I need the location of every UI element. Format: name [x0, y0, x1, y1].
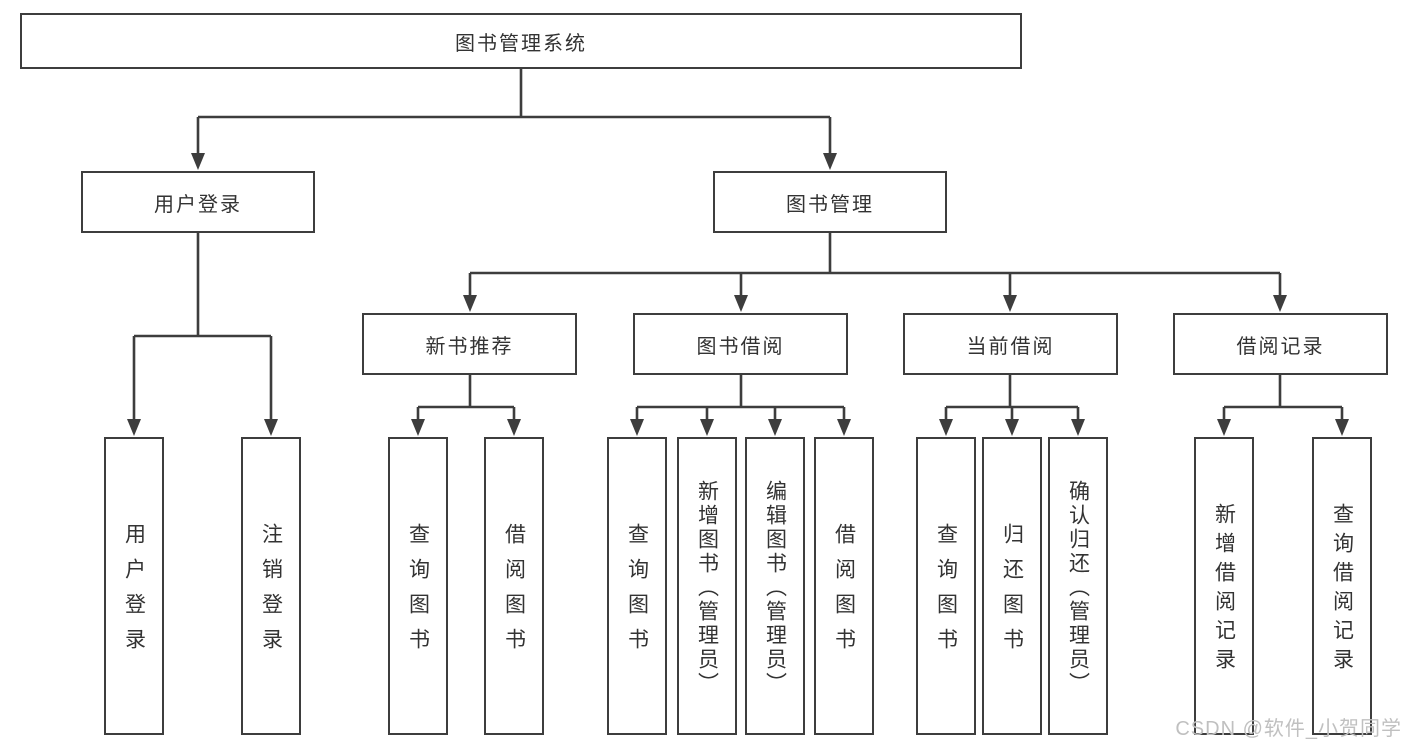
- leaf-label: 查询图书: [625, 523, 649, 663]
- leaf-label: 注销登录: [259, 523, 283, 663]
- watermark-csdn: CSDN @软件_小贺同学: [1175, 718, 1402, 740]
- node-current-borrowing: 当前借阅: [903, 313, 1118, 375]
- leaf-confirm-return-admin: 确认归还（管理员）: [1048, 437, 1108, 735]
- leaf-borrow-books-borrowing: 借阅图书: [814, 437, 874, 735]
- leaf-label: 用户登录: [122, 523, 146, 663]
- leaf-label: 查询借阅记录: [1330, 503, 1354, 677]
- leaf-return-books: 归还图书: [982, 437, 1042, 735]
- node-new-book-recommendation: 新书推荐: [362, 313, 577, 375]
- leaf-add-borrow-record: 新增借阅记录: [1194, 437, 1254, 735]
- leaf-label: 借阅图书: [832, 523, 856, 663]
- leaf-edit-book-admin: 编辑图书（管理员）: [745, 437, 805, 735]
- node-book-borrowing: 图书借阅: [633, 313, 848, 375]
- node-label: 新书推荐: [425, 335, 514, 358]
- leaf-query-books-borrowing: 查询图书: [607, 437, 667, 735]
- node-label: 图书借阅: [696, 335, 785, 358]
- leaf-label: 借阅图书: [502, 523, 526, 663]
- leaf-query-books-current: 查询图书: [916, 437, 976, 735]
- leaf-label: 新增图书（管理员）: [695, 479, 719, 696]
- node-user-login: 用户登录: [81, 171, 315, 233]
- leaf-borrow-books-recommend: 借阅图书: [484, 437, 544, 735]
- node-label: 借阅记录: [1236, 335, 1325, 358]
- leaf-label: 确认归还（管理员）: [1066, 479, 1090, 696]
- leaf-query-borrow-record: 查询借阅记录: [1312, 437, 1372, 735]
- node-library-system: 图书管理系统: [20, 13, 1022, 69]
- leaf-logout: 注销登录: [241, 437, 301, 735]
- node-book-management: 图书管理: [713, 171, 947, 233]
- leaf-label: 新增借阅记录: [1212, 503, 1236, 677]
- leaf-label: 查询图书: [406, 523, 430, 663]
- node-label: 图书管理: [786, 193, 874, 216]
- leaf-query-books-recommend: 查询图书: [388, 437, 448, 735]
- leaf-label: 归还图书: [1000, 523, 1024, 663]
- leaf-add-book-admin: 新增图书（管理员）: [677, 437, 737, 735]
- leaf-label: 查询图书: [934, 523, 958, 663]
- node-label: 用户登录: [154, 193, 242, 216]
- node-label: 图书管理系统: [455, 32, 587, 55]
- leaf-user-login: 用户登录: [104, 437, 164, 735]
- node-label: 当前借阅: [966, 335, 1055, 358]
- node-borrowing-records: 借阅记录: [1173, 313, 1388, 375]
- leaf-label: 编辑图书（管理员）: [763, 479, 787, 696]
